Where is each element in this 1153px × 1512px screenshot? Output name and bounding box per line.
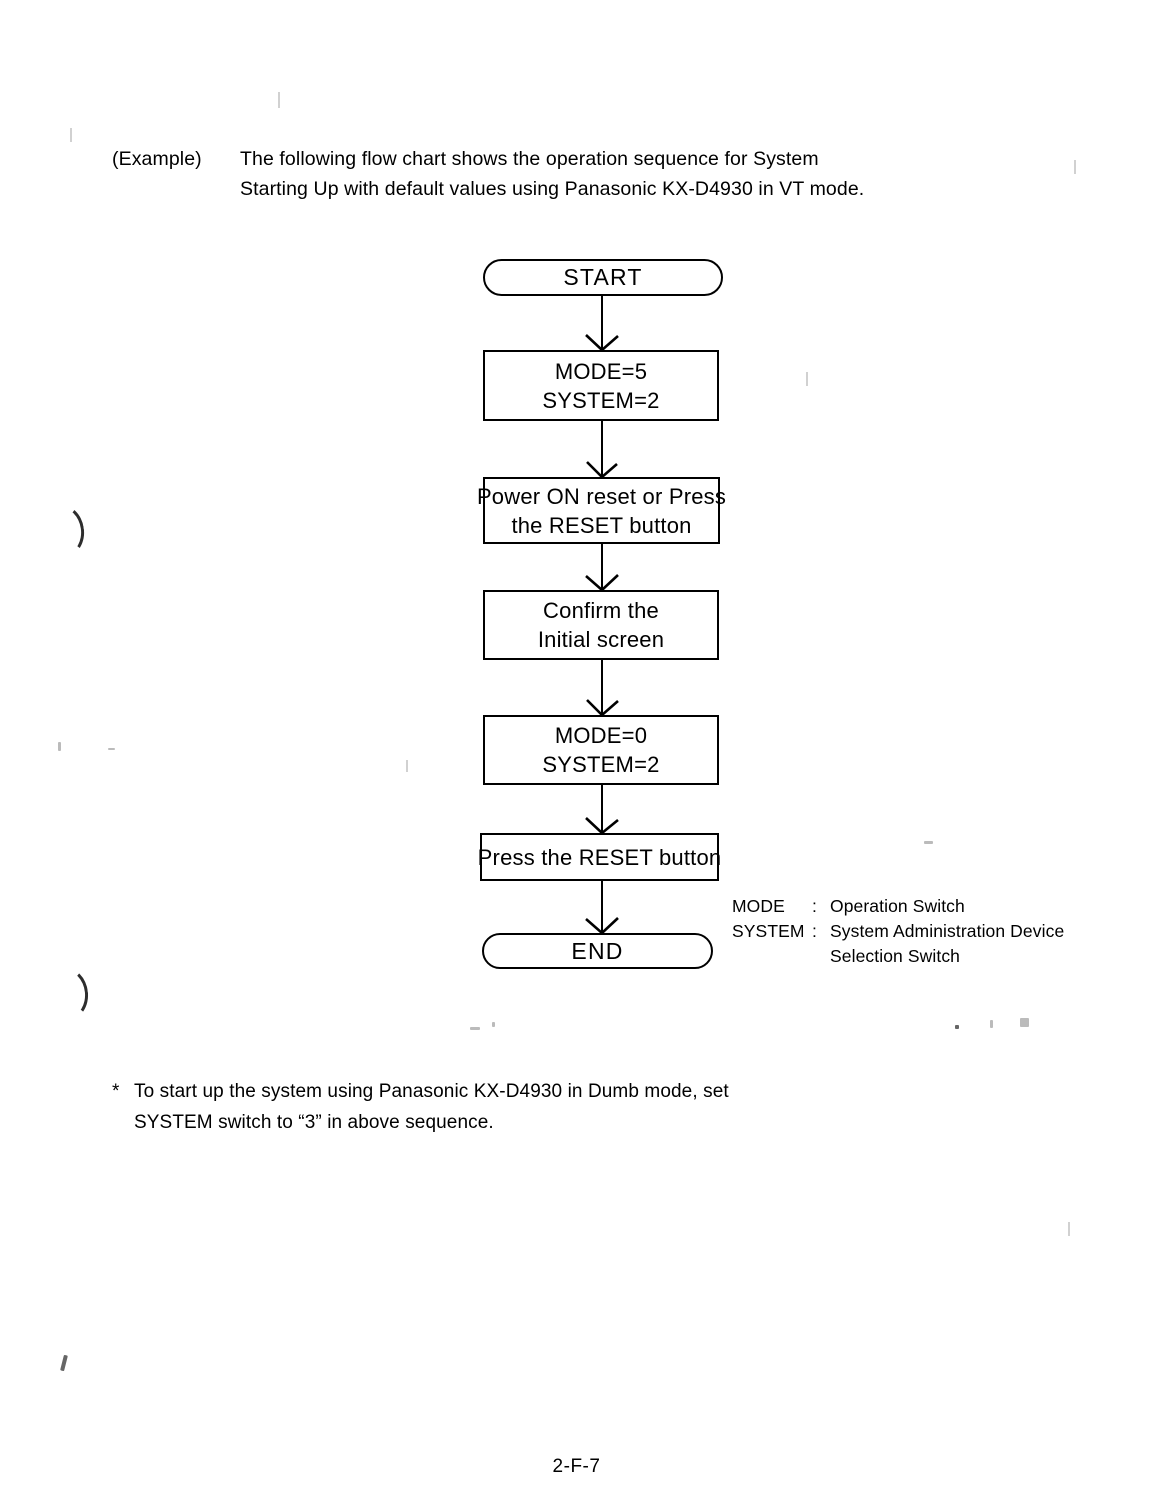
flow-node-press-reset-button: Press the RESET button [477,833,722,881]
page-number: 2-F-7 [552,1456,601,1477]
footnote: * To start up the system using Panasonic… [112,1076,872,1138]
intro-line-2: Starting Up with default values using Pa… [240,178,865,200]
flow-node-power-on-reset: Power ON reset or Press the RESET button [477,477,726,544]
flow-node-mode5-line-2: SYSTEM=2 [542,387,660,413]
footnote-line-2: SYSTEM switch to “3” in above sequence. [134,1112,494,1133]
arrowhead-down-1 [585,334,619,351]
flow-node-power-on-reset-line-1: Power ON reset or Press [476,483,727,509]
flow-node-power-on-reset-line-2: the RESET button [511,512,692,538]
footnote-marker: * [112,1081,120,1102]
legend-desc-system: System Administration Device [830,921,1065,941]
legend-term-mode: MODE [732,896,785,916]
flow-node-start-line-1: START [563,264,643,290]
arrowhead-down-3 [585,574,619,591]
legend-desc-system-continued: Selection Switch [830,946,960,966]
intro-line-1: The following flow chart shows the opera… [240,148,819,170]
footnote-line-1: To start up the system using Panasonic K… [134,1081,729,1102]
example-label: (Example) [112,148,202,170]
arrowhead-down-5 [585,817,619,834]
flow-connector-power-to-confirm [601,544,603,590]
flow-node-mode0-line-2: SYSTEM=2 [542,752,660,777]
legend-desc-mode: Operation Switch [830,896,965,916]
flow-node-mode0: MODE=0 SYSTEM=2 [483,715,719,785]
flow-connector-mode0-to-reset [601,785,603,833]
flow-connector-mode5-to-power [601,421,603,477]
flow-node-mode5: MODE=5 SYSTEM=2 [483,350,719,421]
legend: MODE : Operation Switch SYSTEM : System … [732,894,1064,969]
flow-node-confirm-line-1: Confirm the [543,598,659,623]
flow-node-end: END [482,933,713,969]
arrowhead-down-6 [585,917,619,934]
flow-connector-reset-to-end [601,881,603,933]
flow-node-mode0-line-1: MODE=0 [554,723,648,748]
flow-node-confirm-line-2: Initial screen [537,627,665,652]
legend-term-system: SYSTEM [732,921,805,941]
flow-node-mode5-line-1: MODE=5 [554,358,648,384]
flow-node-press-reset-line-1: Press the RESET button [477,844,722,870]
flow-connector-start-to-mode5 [601,296,603,350]
legend-row-mode: MODE : Operation Switch [732,894,1064,919]
flow-node-end-line-1: END [571,937,624,964]
arrowhead-down-4 [586,699,619,716]
intro-text: The following flow chart shows the opera… [240,144,864,204]
flow-connector-confirm-to-mode0 [601,660,603,715]
flow-node-confirm-initial-screen: Confirm the Initial screen [483,590,719,660]
footnote-text: To start up the system using Panasonic K… [134,1076,729,1138]
legend-row-system: SYSTEM : System Administration Device [732,919,1064,944]
flow-node-start: START [483,259,723,296]
arrowhead-down-2 [586,461,618,478]
intro-paragraph: (Example) The following flow chart shows… [112,144,912,204]
legend-colon-system: : [812,921,817,941]
legend-colon-mode: : [812,896,817,916]
